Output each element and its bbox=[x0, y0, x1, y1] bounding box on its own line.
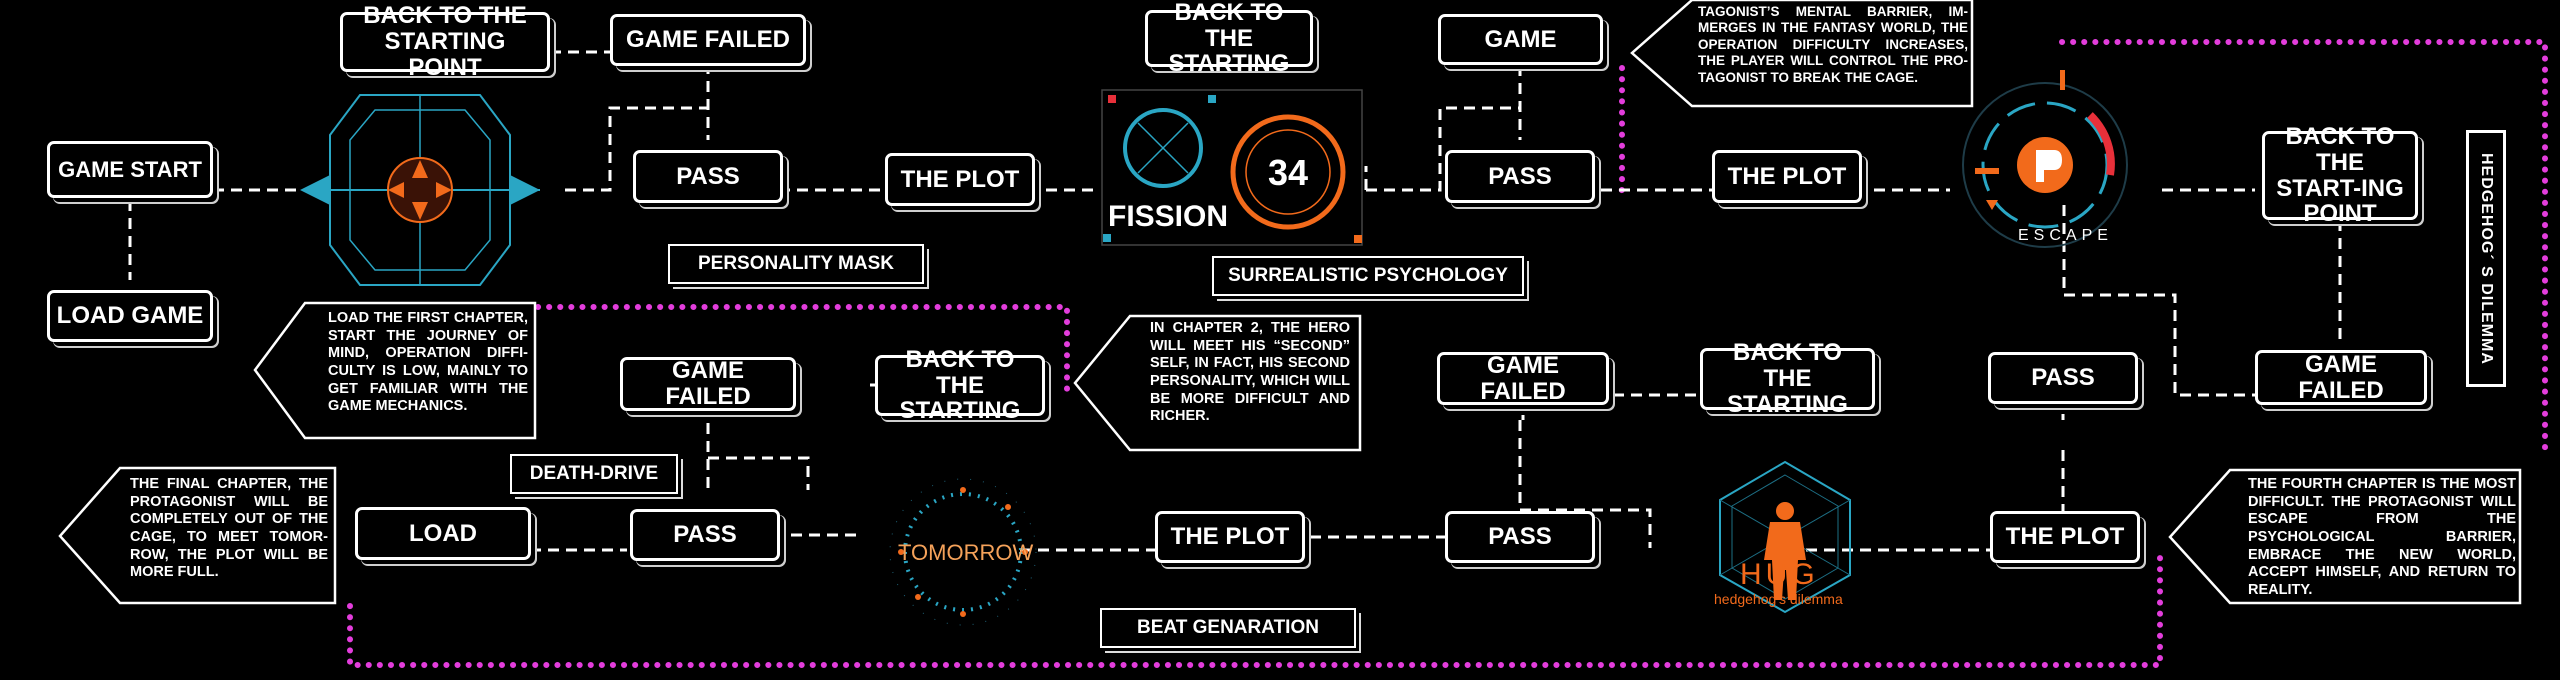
callout-shape-chapter1 bbox=[253, 301, 537, 440]
escape-label: ESCAPE bbox=[2018, 227, 2113, 244]
game-node-2[interactable]: GAME bbox=[1438, 14, 1603, 65]
tomorrow-art bbox=[889, 478, 1037, 626]
pass-node-5[interactable]: PASS bbox=[1445, 511, 1595, 563]
load-node[interactable]: LOAD bbox=[355, 507, 531, 560]
death-drive-tag: DEATH-DRIVE bbox=[510, 454, 678, 494]
callout-shape-chapter4 bbox=[2168, 468, 2522, 605]
pass-node-4[interactable]: PASS bbox=[630, 509, 780, 561]
surrealistic-psychology-tag: SURREALISTIC PSYCHOLOGY bbox=[1212, 256, 1524, 296]
chapter1-description: LOAD THE FIRST CHAPTER, START THE JOURNE… bbox=[328, 310, 528, 415]
game-failed-node-2[interactable]: GAME FAILED bbox=[2255, 350, 2427, 405]
fission-number: 34 bbox=[1268, 152, 1309, 193]
hug-sublabel: hedgehog's dilemma bbox=[1714, 591, 1843, 607]
chapter4-description: THE FOURTH CHAPTER IS THE MOST DIFFICULT… bbox=[2248, 476, 2516, 599]
escape-art bbox=[1962, 70, 2128, 248]
hedgehog-dilemma-label: HEDGEHOG´ S DILEMMA bbox=[2466, 130, 2506, 387]
fission-label: FISSION bbox=[1108, 200, 1229, 233]
plot-node-2[interactable]: THE PLOT bbox=[1712, 150, 1862, 203]
chapter2-description: IN CHAPTER 2, THE HERO WILL MEET HIS “SE… bbox=[1150, 320, 1350, 425]
fission-art bbox=[1101, 89, 1363, 246]
plot-node-4[interactable]: THE PLOT bbox=[1990, 511, 2140, 563]
plot-node-1[interactable]: THE PLOT bbox=[885, 153, 1035, 206]
game-failed-node-3[interactable]: GAME FAILED bbox=[620, 357, 796, 411]
game-failed-node-4[interactable]: GAME FAILED bbox=[1437, 352, 1609, 405]
beat-generation-tag: BEAT GENARATION bbox=[1100, 608, 1356, 648]
pass-node-2[interactable]: PASS bbox=[1445, 150, 1595, 203]
hug-art bbox=[1719, 460, 1851, 614]
back-to-starting-node-4[interactable]: BACK TO THE STARTING bbox=[875, 346, 1045, 424]
hug-label: HUG bbox=[1740, 558, 1819, 591]
callout-shape-chapter3 bbox=[1630, 0, 1974, 108]
chapter3-description: TAGONIST’S MENTAL BARRIER, IM-MERGES IN … bbox=[1698, 4, 1968, 85]
pass-node-3[interactable]: PASS bbox=[1988, 352, 2138, 404]
callout-shape-final bbox=[58, 466, 337, 605]
game-start-node[interactable]: GAME START bbox=[47, 141, 213, 198]
final-chapter-description: THE FINAL CHAPTER, THE PROTAGONIST WILL … bbox=[130, 476, 328, 581]
tomorrow-label: TOMORROW bbox=[898, 540, 1034, 565]
game-failed-node-1[interactable]: GAME FAILED bbox=[610, 14, 806, 66]
back-to-starting-point-node-1[interactable]: BACK TO THE STARTING POINT bbox=[340, 3, 550, 80]
personality-mask-tag: PERSONALITY MASK bbox=[668, 244, 924, 284]
back-to-starting-point-node-3[interactable]: BACK TO THE START-ING POINT bbox=[2262, 123, 2418, 227]
pass-node-1[interactable]: PASS bbox=[633, 150, 783, 203]
labyrinth-art bbox=[300, 94, 540, 286]
plot-node-3[interactable]: THE PLOT bbox=[1155, 511, 1305, 563]
load-game-node[interactable]: LOAD GAME bbox=[47, 290, 213, 342]
callout-shape-chapter2 bbox=[1073, 314, 1362, 452]
